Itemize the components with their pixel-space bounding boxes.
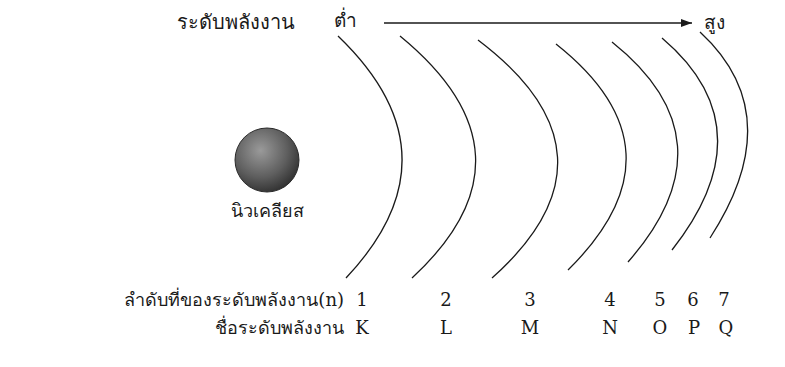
level-name: N <box>602 317 618 339</box>
row-heading: ลำดับที่ของระดับพลังงาน(n) <box>124 289 344 311</box>
level-name: O <box>653 317 668 339</box>
nucleus-label: นิวเคลียส <box>212 200 322 222</box>
level-name: P <box>688 317 700 339</box>
shell-arc <box>556 44 626 270</box>
shell-arc <box>612 42 678 262</box>
high-label: สูง <box>704 11 725 34</box>
nucleus-node: นิวเคลียส <box>212 124 322 222</box>
level-number: 1 <box>356 289 367 311</box>
level-number: 4 <box>604 289 615 311</box>
shell-arc <box>338 36 402 278</box>
shell-arc <box>400 36 476 278</box>
energy-arrow <box>384 22 692 23</box>
level-name: K <box>355 317 368 339</box>
energy-shells <box>338 32 748 278</box>
shell-arc <box>478 40 558 278</box>
shell-arc <box>700 32 748 238</box>
level-number: 3 <box>524 289 535 311</box>
level-number: 6 <box>687 289 698 311</box>
nucleus-circle <box>212 124 322 200</box>
level-number: 5 <box>654 289 665 311</box>
shell-arc <box>662 38 718 250</box>
level-name: Q <box>719 317 734 339</box>
axis-title: ระดับพลังงาน <box>177 10 295 34</box>
low-label: ต่ำ <box>334 9 357 32</box>
level-name: M <box>521 317 539 339</box>
level-name: L <box>440 317 452 339</box>
level-number: 7 <box>718 289 729 311</box>
row-heading: ชื่อระดับพลังงาน <box>215 317 344 339</box>
level-number: 2 <box>440 289 451 311</box>
